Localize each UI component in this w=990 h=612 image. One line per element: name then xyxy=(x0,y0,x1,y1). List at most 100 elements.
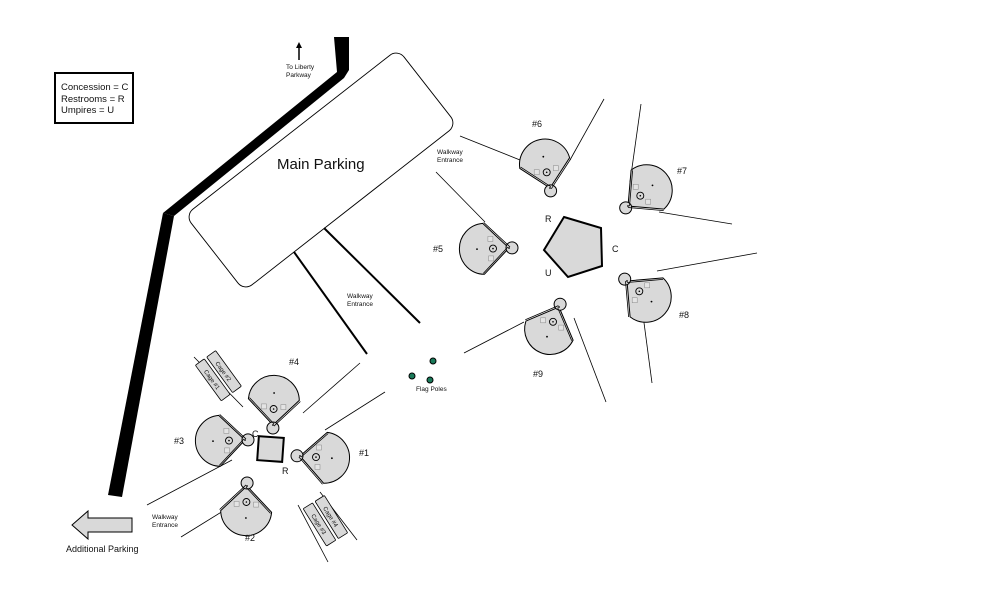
pitching-rubber-icon xyxy=(545,171,548,174)
east-concession-building[interactable] xyxy=(542,215,604,279)
pitchers-mound-icon xyxy=(635,287,644,296)
home-plate-icon xyxy=(246,485,248,487)
field-5-label: #5 xyxy=(433,244,443,254)
dugout-icon xyxy=(261,403,267,410)
main-parking-label: Main Parking xyxy=(277,156,365,173)
field-outline xyxy=(194,414,246,467)
fence-line xyxy=(245,486,271,514)
fence-line xyxy=(300,433,329,458)
batting-cage-group-south: Cage #4 Cage #3 xyxy=(303,495,348,547)
field-4[interactable] xyxy=(247,374,301,435)
dugout-icon xyxy=(488,255,494,262)
home-plate-icon xyxy=(508,247,510,249)
field-2-label: #2 xyxy=(245,533,255,543)
second-base-icon xyxy=(212,440,214,442)
batting-cage-2[interactable] xyxy=(206,350,242,393)
fence-line xyxy=(249,397,275,425)
field-outline xyxy=(627,164,673,210)
flag-pole-icon xyxy=(408,372,416,380)
walkway-label-3b: Entrance xyxy=(152,522,178,529)
field-outline xyxy=(458,222,510,275)
second-base-icon xyxy=(546,335,548,338)
east-restrooms-label: R xyxy=(545,214,552,224)
walkway-lines xyxy=(146,98,758,563)
east-concession-label: C xyxy=(612,244,619,254)
home-plate-icon xyxy=(558,306,560,308)
walkway-line xyxy=(435,171,486,223)
pitchers-mound-icon xyxy=(242,498,251,506)
field-8-label: #8 xyxy=(679,310,689,320)
fence-line xyxy=(550,158,572,190)
field-5[interactable] xyxy=(458,222,519,275)
legend-concession: Concession = C xyxy=(61,82,129,93)
fence-line xyxy=(219,438,245,466)
pitchers-mound-icon xyxy=(225,436,233,445)
fence-line xyxy=(219,414,247,440)
legend-umpires: Umpires = U xyxy=(61,105,115,116)
pitching-rubber-icon xyxy=(639,194,642,197)
field-1[interactable] xyxy=(290,431,351,485)
second-base-icon xyxy=(476,248,478,251)
field-outline xyxy=(626,277,672,323)
field-8[interactable] xyxy=(618,272,672,323)
field-7[interactable] xyxy=(619,164,673,215)
fence-line xyxy=(557,307,573,341)
home-plate-icon xyxy=(244,439,246,441)
pitchers-mound-icon xyxy=(542,168,551,177)
dugout-icon xyxy=(314,464,321,470)
dugout-icon xyxy=(487,236,494,242)
access-road xyxy=(163,37,349,216)
west-concession-restroom-building[interactable] xyxy=(256,435,285,463)
second-base-icon xyxy=(651,184,654,187)
home-plate-icon xyxy=(627,205,629,207)
home-plate-icon xyxy=(626,280,628,282)
home-plate-area xyxy=(505,241,519,255)
field-9[interactable] xyxy=(524,297,574,355)
north-arrow-icon xyxy=(296,42,302,60)
fence-line xyxy=(520,166,552,188)
dugout-icon xyxy=(645,198,651,205)
walkway-label-2a: Walkway xyxy=(437,149,464,156)
legend-box: Concession = C Restrooms = R Umpires = U xyxy=(54,72,134,124)
flag-pole-icon xyxy=(426,376,434,384)
batting-cage-3[interactable] xyxy=(303,502,336,547)
batting-cage-1[interactable] xyxy=(195,358,231,401)
pitching-rubber-icon xyxy=(638,290,641,293)
dugout-icon xyxy=(224,447,230,454)
home-plate-area xyxy=(553,297,567,311)
west-restrooms-label: R xyxy=(282,466,289,476)
east-umpires-label: U xyxy=(545,268,552,278)
fence-line xyxy=(273,401,301,427)
to-liberty-label-2: Parkway xyxy=(286,72,312,79)
field-2[interactable] xyxy=(219,476,273,537)
batting-cage-group-west: Cage #2 Cage #1 xyxy=(195,350,242,401)
flag-pole-icon xyxy=(429,357,437,365)
additional-parking-arrow-icon[interactable] xyxy=(71,509,133,541)
pitchers-mound-icon xyxy=(549,317,557,326)
home-plate-icon xyxy=(272,424,274,426)
field-3-label: #3 xyxy=(174,436,184,446)
field-6[interactable] xyxy=(519,138,572,198)
pitchers-mound-icon xyxy=(269,405,278,413)
field-7-label: #7 xyxy=(677,166,687,176)
pitchers-mound-icon xyxy=(312,453,320,462)
field-9-label: #9 xyxy=(533,369,543,379)
field-outline xyxy=(299,431,351,484)
home-plate-area xyxy=(544,184,558,198)
fence-line xyxy=(483,222,511,248)
walkway-label-1a: Walkway xyxy=(347,293,374,300)
field-outline xyxy=(524,306,574,355)
field-6-label: #6 xyxy=(532,119,542,129)
batting-cage-4[interactable] xyxy=(315,495,348,539)
west-concession-label: C xyxy=(252,429,259,439)
additional-parking-label: Additional Parking xyxy=(66,544,139,554)
legend-restrooms: Restrooms = R xyxy=(61,93,125,105)
field-3[interactable] xyxy=(194,414,255,467)
main-parking-lot[interactable] xyxy=(185,49,457,291)
walkway-line xyxy=(459,135,521,161)
fence-line xyxy=(627,279,664,283)
pitching-rubber-icon xyxy=(552,321,554,323)
field-outline xyxy=(220,485,273,537)
fence-line xyxy=(629,170,633,207)
fence-line xyxy=(219,484,247,510)
